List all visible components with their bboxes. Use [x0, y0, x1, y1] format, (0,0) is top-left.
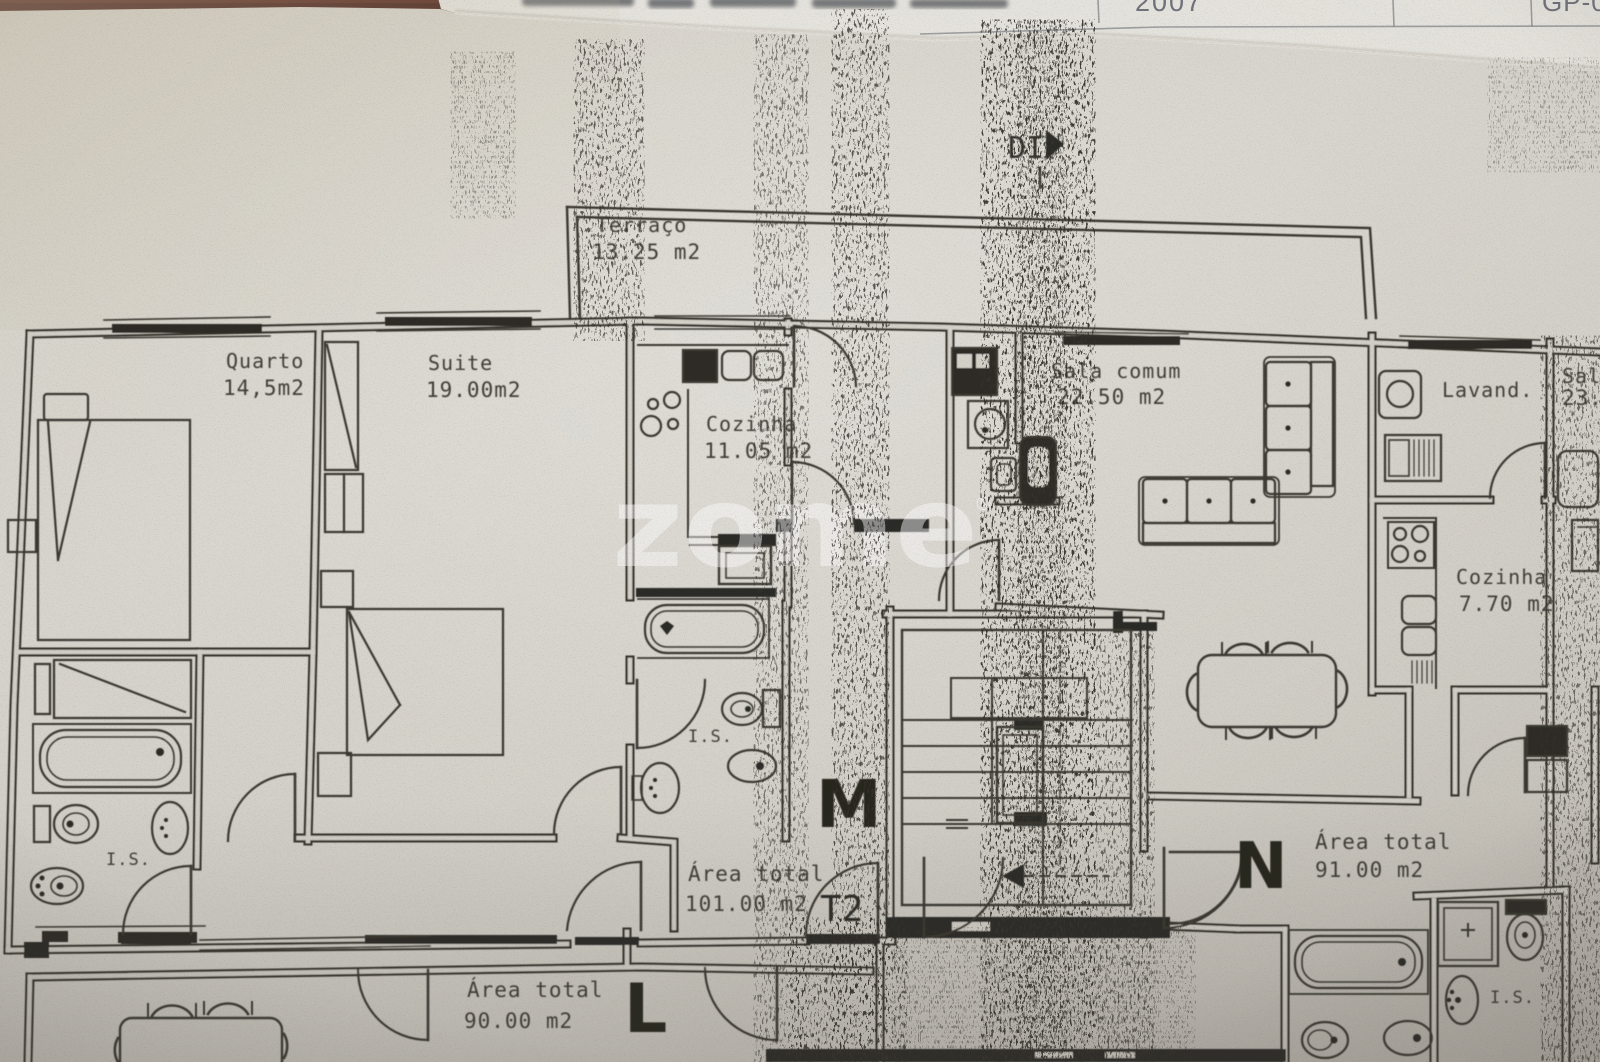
- photo-of-floor-plan: 2007 GP-0: [0, 0, 1600, 1062]
- photo-shading: [0, 0, 1600, 1062]
- floor-plan-photo-canvas: 2007 GP-0: [0, 0, 1600, 1062]
